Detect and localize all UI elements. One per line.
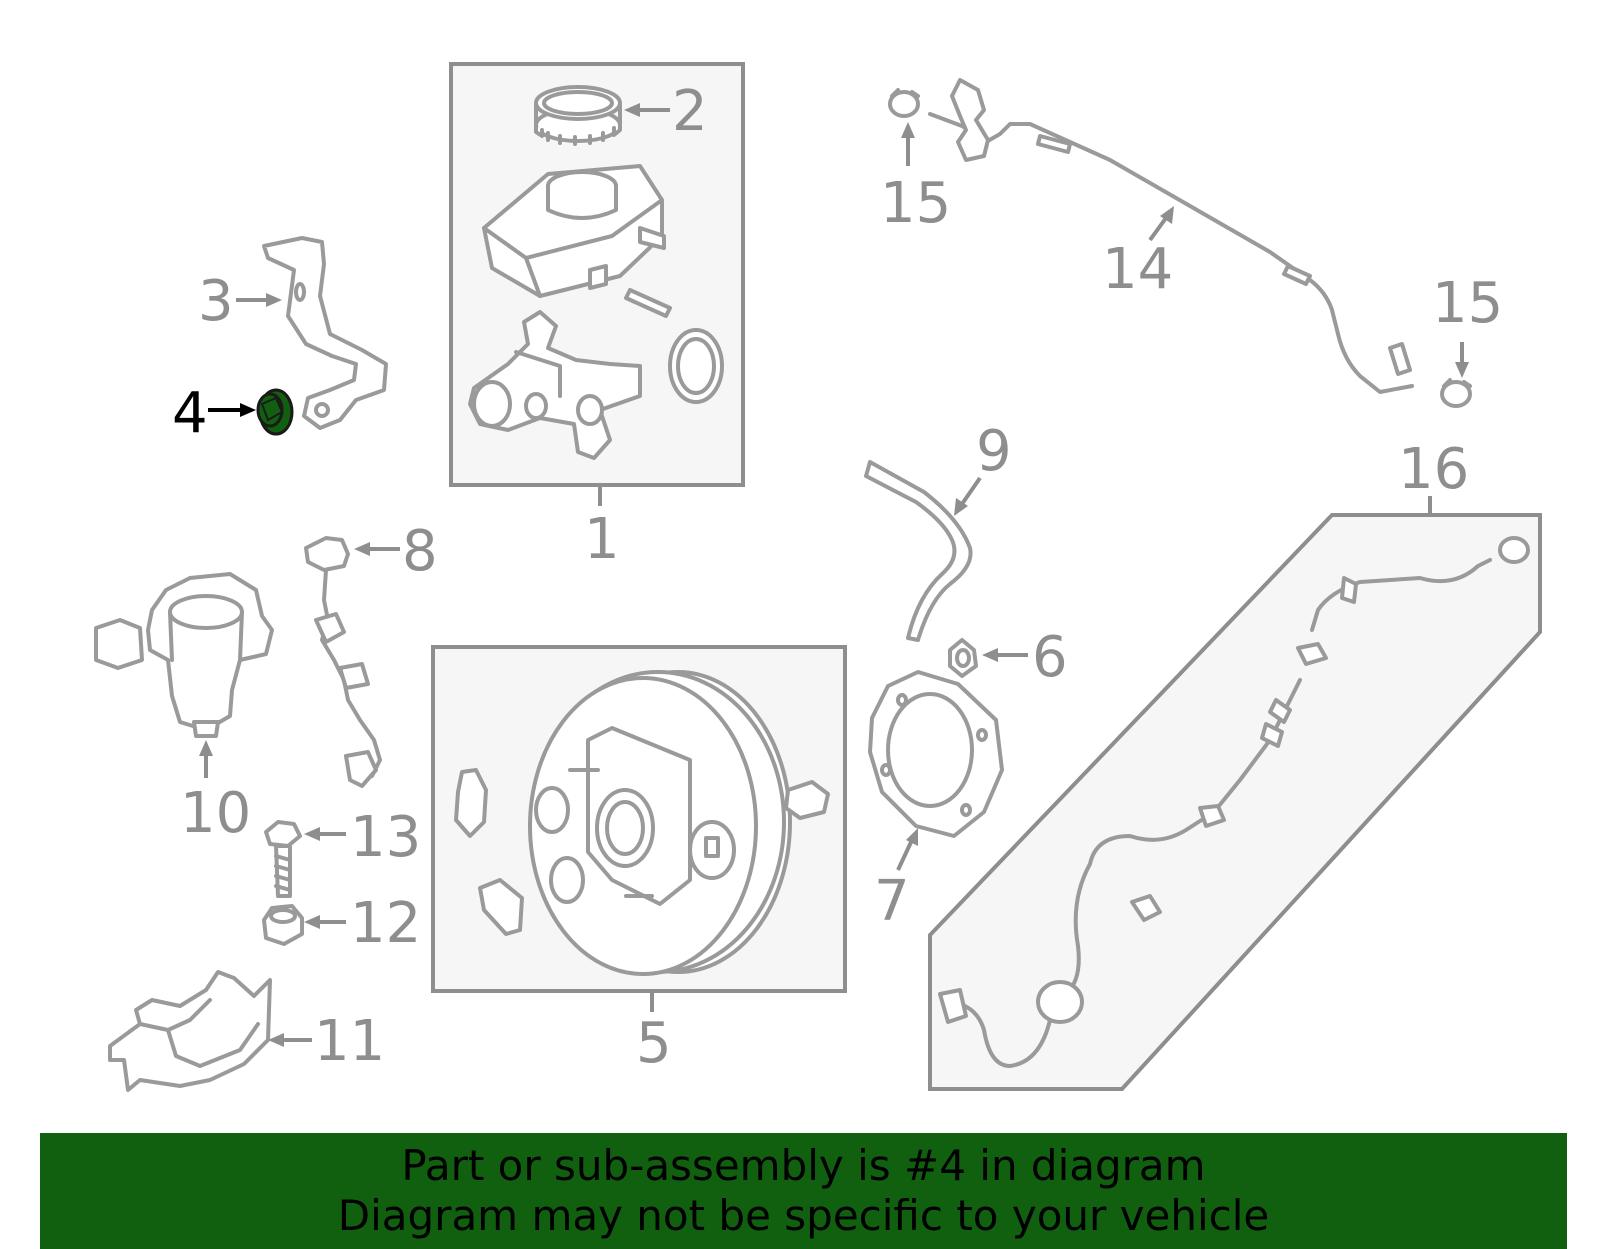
callout-4[interactable]: 4 [172, 381, 208, 446]
callout-10[interactable]: 10 [180, 781, 251, 846]
harness-group [928, 513, 1542, 1091]
harness-box [928, 513, 1542, 1091]
master-cylinder-group [449, 62, 745, 487]
callout-14[interactable]: 14 [1102, 237, 1173, 302]
booster-part[interactable] [528, 670, 830, 976]
callout-8[interactable]: 8 [402, 519, 438, 584]
callout-2[interactable]: 2 [672, 79, 708, 144]
banner-line-1: Part or sub-assembly is #4 in diagram [401, 1141, 1206, 1190]
callout-3[interactable]: 3 [198, 269, 234, 334]
callout-5[interactable]: 5 [636, 1011, 672, 1076]
callout-15-right[interactable]: 15 [1432, 271, 1503, 336]
callout-1[interactable]: 1 [584, 507, 620, 572]
brake-booster-group [431, 645, 847, 993]
booster-sensor-part[interactable] [454, 768, 488, 838]
tube-clip-part-top[interactable] [888, 88, 920, 118]
callout-15-top[interactable]: 15 [880, 171, 951, 236]
callout-12[interactable]: 12 [350, 891, 421, 956]
booster-nut-part[interactable] [948, 638, 978, 678]
vacuum-hose-part[interactable] [864, 460, 973, 642]
mounting-bracket-part[interactable] [108, 970, 272, 1092]
callout-13[interactable]: 13 [350, 805, 421, 870]
callout-9[interactable]: 9 [976, 419, 1012, 484]
callout-labels: 1 2 3 4 5 6 7 8 9 10 11 12 13 14 15 15 1… [172, 79, 1503, 1076]
wire-connector-part[interactable] [304, 536, 382, 788]
callout-11[interactable]: 11 [314, 1009, 385, 1074]
info-banner: Part or sub-assembly is #4 in diagram Di… [40, 1133, 1567, 1249]
leader-arrows [199, 103, 1469, 1047]
pump-motor-part[interactable] [94, 572, 274, 738]
reservoir-pin [624, 288, 672, 318]
bolt-part[interactable] [264, 820, 302, 898]
brake-tube-part[interactable] [928, 78, 1414, 394]
bracket-part[interactable] [262, 236, 388, 430]
master-cylinder-body-part[interactable] [468, 310, 642, 460]
nut-part-highlighted[interactable] [256, 388, 294, 436]
reservoir-cap-part[interactable] [534, 85, 622, 146]
grommet-part[interactable] [262, 904, 304, 946]
booster-connector-part[interactable] [478, 878, 524, 936]
callout-6[interactable]: 6 [1032, 625, 1068, 690]
callout-7[interactable]: 7 [874, 869, 910, 934]
reservoir-part[interactable] [482, 164, 666, 298]
gasket-part[interactable] [868, 670, 1004, 838]
banner-line-2: Diagram may not be specific to your vehi… [337, 1191, 1270, 1240]
parts-diagram: 1 2 3 4 5 6 7 8 9 10 11 12 13 14 15 15 1… [94, 62, 1542, 1092]
tube-clip-part-bottom[interactable] [1440, 378, 1472, 408]
callout-16[interactable]: 16 [1398, 437, 1469, 502]
harness-part[interactable] [938, 536, 1530, 1068]
